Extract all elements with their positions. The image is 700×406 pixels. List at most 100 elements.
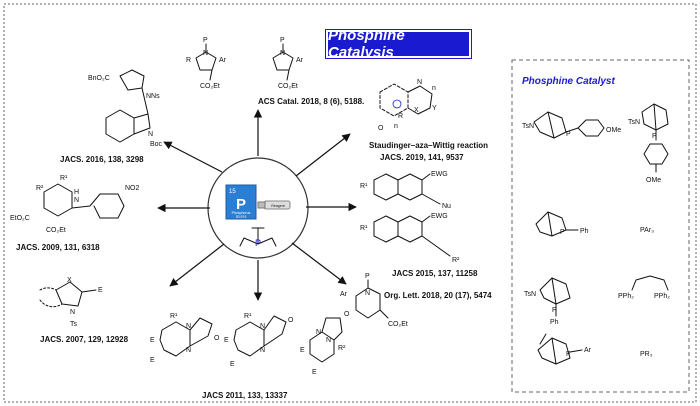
product-bottom-1: E E R¹ N N O bbox=[150, 313, 220, 364]
cat1-ome: OMe bbox=[606, 127, 621, 134]
element-mass: 30.974 bbox=[236, 215, 247, 219]
ll-e: E bbox=[98, 287, 103, 294]
sw-n: N bbox=[417, 79, 422, 86]
b3-n2: N bbox=[326, 337, 331, 344]
catalyst-2: TsN P OMe bbox=[628, 103, 669, 184]
cat4-ph: Ph bbox=[550, 319, 559, 326]
catalyst-panel bbox=[511, 59, 690, 393]
ll-x: X bbox=[67, 277, 72, 284]
lm-no2: NO2 bbox=[125, 185, 140, 192]
cat1-tsn: TsN bbox=[522, 123, 534, 130]
b2-e1: E bbox=[224, 337, 229, 344]
element-name: Phosphorus bbox=[232, 211, 251, 215]
ol-p: P bbox=[365, 273, 370, 280]
element-number: 15 bbox=[229, 189, 236, 195]
element-symbol: P bbox=[236, 196, 246, 213]
b3-e2: E bbox=[312, 369, 317, 376]
product-top-right-pyrroline: P Ar N CO₂Et bbox=[272, 37, 304, 90]
ref-right-lower: Org. Lett. 2018, 20 (17), 5474 bbox=[384, 291, 492, 300]
top-ar1: Ar bbox=[219, 57, 227, 64]
catalyst-4: TsN P Ph bbox=[524, 277, 571, 326]
arrow-lower-right bbox=[291, 242, 347, 285]
nu: Nu bbox=[442, 203, 451, 210]
lm-r2: R² bbox=[36, 185, 44, 192]
b2-o: O bbox=[288, 317, 294, 324]
cat4-tsn: TsN bbox=[524, 291, 536, 298]
r1a: R¹ bbox=[360, 183, 368, 190]
cat2-p: P bbox=[652, 133, 657, 140]
ref-left-upper: JACS. 2016, 138, 3298 bbox=[60, 155, 144, 164]
arrow-lower-left bbox=[169, 243, 225, 287]
sw-n2: n bbox=[394, 123, 398, 130]
b3-e1: E bbox=[300, 347, 305, 354]
cat6-p: P bbox=[566, 351, 571, 358]
ind-nns: NNs bbox=[146, 93, 160, 100]
top-n1: N bbox=[203, 50, 208, 57]
catalyst-6: P Ar bbox=[537, 333, 592, 365]
cat2-tsn: TsN bbox=[628, 119, 640, 126]
catalyst-3: P Ph bbox=[535, 211, 589, 237]
arrow-upper-left bbox=[163, 141, 223, 173]
cat4-p: P bbox=[552, 307, 557, 314]
cat3-p: P bbox=[560, 229, 565, 236]
b2-e2: E bbox=[230, 361, 235, 368]
sw-r: R bbox=[398, 113, 403, 120]
ol-co2et: CO₂Et bbox=[388, 321, 408, 328]
top-n2: N bbox=[280, 50, 285, 57]
sw-y: Y bbox=[432, 105, 437, 112]
product-indole: BnO₂C NNs N Boc bbox=[88, 69, 163, 148]
ll-ts: Ts bbox=[70, 321, 78, 328]
ref-right-upper: JACS. 2019, 141, 9537 bbox=[380, 153, 464, 162]
phosphorus-element-tile bbox=[225, 184, 257, 220]
title-banner: Phosphine Catalysis bbox=[325, 27, 472, 61]
top-r1: R bbox=[186, 57, 191, 64]
center-hub: 15 P Phosphorus 30.974 Reagent P bbox=[207, 157, 309, 259]
b1-n1: N bbox=[186, 323, 191, 330]
product-naphthalene-nu: EWG Nu R¹ bbox=[360, 171, 451, 210]
sw-o: O bbox=[378, 125, 384, 132]
catalyst-5: PPh₂ PPh₂ bbox=[618, 275, 670, 300]
bottle-label: Reagent bbox=[271, 204, 284, 208]
catalyst-panel-title: Phosphine Catalyst bbox=[522, 76, 615, 87]
ol-ar: Ar bbox=[340, 291, 348, 298]
ind-boc: Boc bbox=[150, 141, 163, 148]
cat2-ome: OMe bbox=[646, 177, 661, 184]
ref-right-upper-title: Staudinger–aza–Wittig reaction bbox=[369, 141, 488, 150]
top-co2et2: CO₂Et bbox=[278, 83, 298, 90]
b3-r2: R² bbox=[338, 345, 346, 352]
product-staudinger: N n X Y R O n bbox=[378, 79, 437, 132]
product-bottom-3: E E R² N N O bbox=[300, 311, 350, 376]
product-naphthalene-vinyl: EWG R¹ R² bbox=[360, 213, 460, 264]
b3-n1: N bbox=[316, 329, 321, 336]
b1-e2: E bbox=[150, 357, 155, 364]
ref-right-middle: JACS 2015, 137, 11258 bbox=[392, 269, 478, 278]
b1-r1: R¹ bbox=[170, 313, 178, 320]
b1-n2: N bbox=[186, 347, 191, 354]
top-p2: P bbox=[280, 37, 285, 44]
cat5-pph2-left: PPh₂ bbox=[618, 293, 634, 300]
cat-pr3: PR₃ bbox=[640, 351, 653, 358]
ref-left-middle: JACS. 2009, 131, 6318 bbox=[16, 243, 100, 252]
reaction-arrows bbox=[157, 109, 357, 301]
top-ar2: Ar bbox=[296, 57, 304, 64]
b2-n1: N bbox=[260, 323, 265, 330]
b1-e1: E bbox=[150, 337, 155, 344]
lm-co2et: CO₂Et bbox=[46, 227, 66, 234]
lm-n: N bbox=[74, 197, 79, 204]
cat5-pph2-right: PPh₂ bbox=[654, 293, 670, 300]
ewg1: EWG bbox=[431, 171, 448, 178]
catalyst-1: TsN P OMe bbox=[522, 111, 621, 139]
outer-frame bbox=[3, 3, 697, 403]
page-title: Phosphine Catalysis bbox=[328, 27, 405, 61]
lm-h: H bbox=[74, 189, 79, 196]
top-p1: P bbox=[203, 37, 208, 44]
cat3-ph: Ph bbox=[580, 228, 589, 235]
r2b: R² bbox=[452, 257, 460, 264]
ewg2: EWG bbox=[431, 213, 448, 220]
ind-bnoc: BnO₂C bbox=[88, 75, 110, 82]
reagent-bottle-icon: Reagent bbox=[257, 200, 291, 210]
b2-r1: R¹ bbox=[244, 313, 252, 320]
b2-n2: N bbox=[260, 347, 265, 354]
ll-n: N bbox=[70, 309, 75, 316]
